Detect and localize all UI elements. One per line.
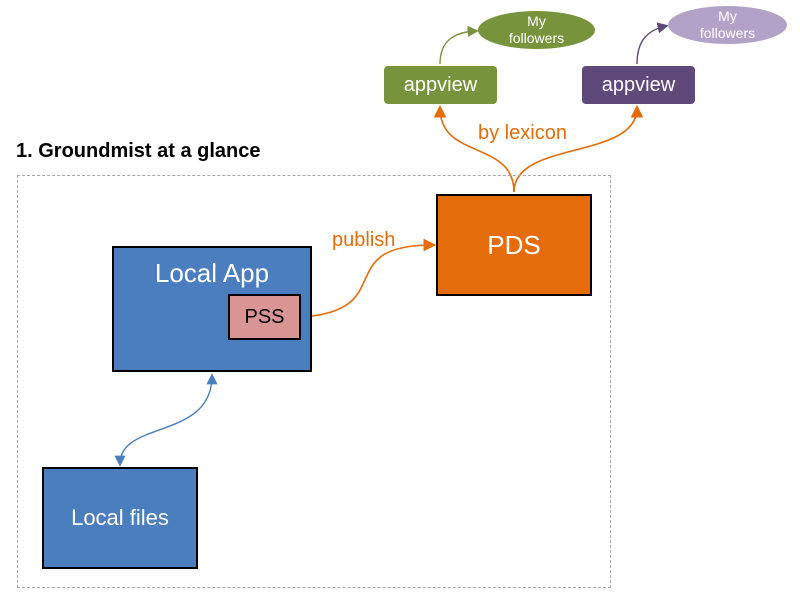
pds-label: PDS bbox=[487, 229, 541, 260]
followers-arrow-green bbox=[439, 25, 479, 65]
local-app-label: Local App bbox=[154, 258, 270, 288]
appview-green-label: appview bbox=[403, 73, 478, 96]
pss-label: PSS bbox=[244, 305, 285, 328]
pds-box: PDS bbox=[436, 194, 592, 296]
followers-green-ellipse: My followers bbox=[478, 11, 595, 49]
followers-purple-ellipse: My followers bbox=[668, 6, 787, 44]
local-files-box: Local files bbox=[42, 467, 198, 569]
appview-purple-label: appview bbox=[601, 73, 676, 96]
local-files-label: Local files bbox=[71, 505, 169, 530]
appview-purple-box: appview bbox=[582, 66, 695, 104]
publish-label: publish bbox=[332, 229, 396, 251]
local-files-arrow bbox=[114, 373, 218, 467]
pss-box: PSS bbox=[228, 294, 301, 340]
diagram-title: 1. Groundmist at a glance bbox=[16, 140, 261, 162]
by-lexicon-label: by lexicon bbox=[478, 122, 567, 144]
appview-green-box: appview bbox=[384, 66, 497, 104]
groundmist-boundary bbox=[17, 175, 611, 588]
lexicon-arrow-left bbox=[433, 104, 515, 193]
followers-arrow-purple bbox=[636, 22, 669, 65]
publish-arrow bbox=[301, 238, 437, 318]
